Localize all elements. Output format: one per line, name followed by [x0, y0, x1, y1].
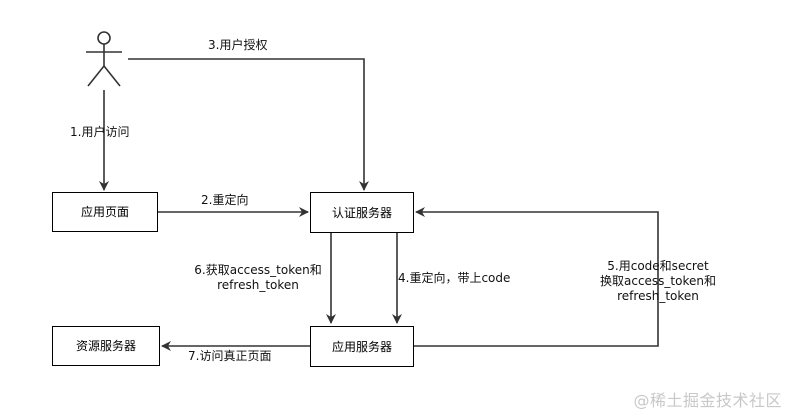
- edge-label-5-line2: 换取access_token和: [600, 274, 716, 288]
- app-page-label: 应用页面: [80, 205, 129, 219]
- user-actor-icon: [86, 31, 122, 87]
- auth-server-box: 认证服务器: [310, 192, 414, 233]
- watermark: @稀土掘金技术社区: [633, 391, 782, 410]
- edge-user-authorize: [128, 58, 369, 191]
- edge-label-6: 6.获取access_token和 refresh_token: [186, 263, 330, 293]
- edge-label-6-line2: refresh_token: [217, 278, 299, 292]
- edge-label-3: 3.用户授权: [208, 38, 268, 52]
- edge-label-6-line1: 6.获取access_token和: [194, 263, 322, 277]
- auth-server-label: 认证服务器: [331, 205, 392, 220]
- edge-label-5-line3: refresh_token: [617, 289, 699, 303]
- app-server-label: 应用服务器: [331, 339, 392, 354]
- edge-label-7: 7.访问真正页面: [188, 349, 272, 363]
- app-server-box: 应用服务器: [310, 326, 414, 367]
- resource-server-box: 资源服务器: [52, 326, 160, 366]
- edge-label-5-line1: 5.用code和secret: [607, 259, 709, 273]
- edge-label-4: 4.重定向，带上code: [398, 271, 511, 285]
- resource-server-label: 资源服务器: [75, 339, 136, 353]
- edge-label-5: 5.用code和secret 换取access_token和 refresh_t…: [586, 259, 730, 304]
- edge-label-2: 2.重定向: [201, 193, 249, 207]
- edge-exchange-token: [414, 207, 659, 347]
- edge-label-1: 1.用户访问: [70, 125, 130, 139]
- app-page-box: 应用页面: [52, 192, 158, 232]
